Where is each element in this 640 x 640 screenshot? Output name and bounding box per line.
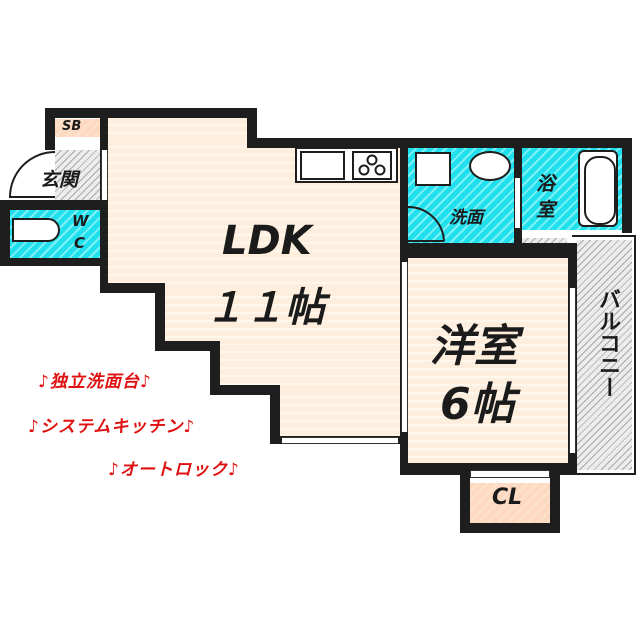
window-bath-divider	[515, 178, 520, 228]
ldk-floor-3	[160, 290, 400, 345]
ldk-floor-5	[275, 390, 400, 438]
closet-label: CL	[492, 485, 523, 510]
wall	[460, 523, 560, 533]
wall	[247, 108, 257, 148]
entrance-floor	[55, 150, 100, 200]
wall	[210, 341, 220, 393]
shoe-box-label: SB	[62, 119, 82, 134]
window-ldk-bottom	[282, 437, 398, 444]
feature-independent-washbasin: ♪独立洗面台♪	[38, 372, 152, 392]
washroom-door-icon	[407, 205, 445, 242]
bathroom-label-1: 浴	[536, 173, 556, 195]
window-entrance	[101, 150, 108, 200]
wall	[247, 138, 632, 148]
wall	[0, 200, 10, 265]
window-western-right	[569, 288, 576, 453]
wall	[270, 385, 280, 443]
balcony-floor	[577, 240, 632, 470]
shoe-box	[55, 119, 100, 137]
toilet-icon	[12, 218, 60, 242]
window-ldk-right	[401, 262, 408, 432]
wall	[155, 283, 165, 351]
western-room-floor	[408, 258, 568, 463]
toilet-label-w: W	[72, 212, 89, 230]
balcony-label: バルコニー	[595, 288, 620, 398]
closet-floor	[470, 483, 550, 523]
western-room-label: 洋室	[430, 321, 518, 372]
gas-stove-icon	[352, 151, 392, 180]
western-room-size: 6帖	[440, 379, 515, 430]
wash-basin-icon	[469, 151, 511, 181]
toilet-label-c: C	[74, 234, 86, 252]
wall	[0, 200, 108, 210]
bathtub-icon	[578, 150, 618, 227]
wall	[45, 108, 55, 150]
bathtub-inner	[584, 156, 616, 225]
wall	[0, 258, 108, 266]
ldk-label: LDK	[222, 218, 312, 264]
wall	[460, 463, 470, 531]
wall	[210, 385, 280, 395]
closet-doors	[470, 470, 550, 478]
washroom-label: 洗面	[449, 208, 483, 228]
wall	[155, 341, 220, 351]
wall	[400, 243, 575, 258]
wall	[550, 463, 560, 531]
wall	[100, 283, 165, 293]
burner-icon	[358, 154, 386, 176]
ldk-floor-4	[215, 345, 400, 390]
ldk-size: １１帖	[205, 285, 325, 331]
bathroom-label-2: 室	[536, 199, 556, 221]
balcony-rail	[572, 235, 636, 475]
wall	[622, 138, 632, 233]
entrance-label: 玄関	[40, 169, 79, 191]
entrance-door-icon	[8, 151, 56, 198]
kitchen-sink-icon	[300, 151, 345, 180]
feature-system-kitchen: ♪システムキッチン♪	[28, 417, 196, 437]
feature-auto-lock: ♪オートロック♪	[108, 460, 240, 480]
washing-machine-icon	[415, 152, 451, 186]
wall	[45, 108, 257, 118]
